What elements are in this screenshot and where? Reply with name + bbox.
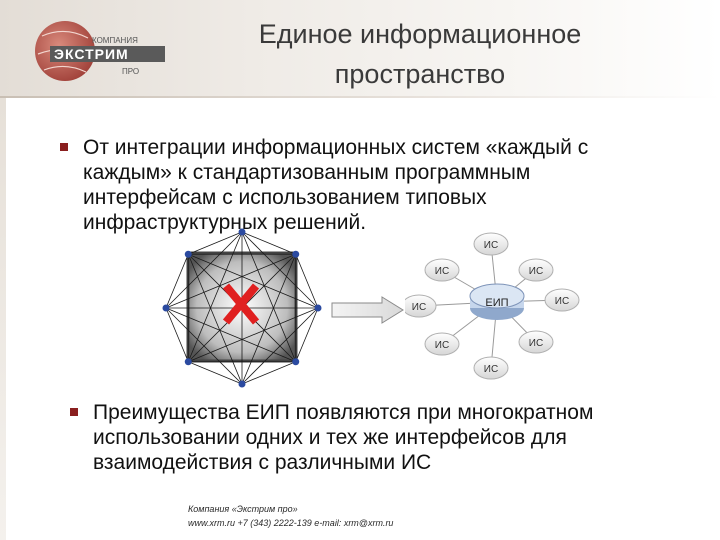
mesh-node [292, 358, 300, 366]
hub-disk-top [469, 283, 525, 309]
bullet-square-icon [60, 143, 68, 151]
logo-word-top: КОМПАНИЯ [92, 36, 138, 45]
logo-word-main: ЭКСТРИМ [54, 46, 129, 62]
footer-contact-line: www.xrm.ru +7 (343) 2222-139 e-mail: xrm… [188, 518, 394, 528]
mesh-link [188, 361, 243, 385]
bullet-2-line: взаимодействия с различными ИС [93, 451, 432, 474]
mesh-link [188, 231, 243, 255]
bullet-1-line: инфраструктурных решений. [83, 211, 367, 234]
footer-company: Компания «Экстрим про» [188, 504, 298, 514]
bullet-2-line: использовании одних и тех же интерфейсов… [93, 426, 567, 449]
mesh-link [241, 361, 296, 385]
is-node [424, 258, 460, 282]
is-node [518, 258, 554, 282]
mesh-node [162, 304, 170, 312]
is-node-label: ИС [529, 266, 543, 277]
is-node [544, 288, 580, 312]
is-node [424, 332, 460, 356]
is-node-label: ИС [435, 340, 449, 351]
is-node-label: ИС [484, 364, 498, 375]
mesh-link [187, 231, 243, 362]
company-logo: КОМПАНИЯ ЭКСТРИМ ПРО [35, 21, 165, 81]
is-node [405, 294, 437, 318]
hub-label: ЕИП [485, 297, 508, 309]
is-node [473, 356, 509, 380]
mesh-link [241, 231, 296, 255]
mesh-link [241, 254, 297, 385]
mesh-link [188, 253, 319, 309]
title-line-2: пространство [334, 59, 506, 89]
title-line-1: Единое информационное [258, 19, 582, 49]
mesh-link [165, 307, 296, 363]
mesh-link [188, 307, 319, 363]
mesh-link [165, 254, 189, 309]
mesh-link [187, 254, 243, 385]
header-divider [0, 96, 720, 98]
transition-arrow-icon [331, 296, 404, 324]
is-node-label: ИС [435, 266, 449, 277]
mesh-node [238, 380, 246, 388]
bullet-point-1: От интеграции информационных систем «каж… [60, 135, 700, 235]
mesh-node [314, 304, 322, 312]
logo-word-sub: ПРО [122, 67, 139, 76]
bullet-square-icon [70, 408, 78, 416]
mesh-node [292, 250, 300, 258]
mesh-link [165, 307, 189, 362]
mesh-node [184, 250, 192, 258]
is-node-label: ИС [555, 296, 569, 307]
point-to-point-mesh-diagram [162, 228, 322, 388]
mesh-node [184, 358, 192, 366]
mesh-node [238, 228, 246, 236]
mesh-link [295, 254, 319, 309]
bullet-1-line: каждым» к стандартизованным программным [83, 161, 531, 184]
is-node [518, 330, 554, 354]
is-node [473, 232, 509, 256]
hub-integration-diagram: ИС ИС ИС ИС ИС ИС ИС ИС ЕИП [405, 232, 580, 380]
mesh-link [165, 253, 296, 309]
bullet-2-line: Преимущества ЕИП появляются при многокра… [93, 401, 594, 424]
mesh-link [241, 231, 297, 362]
mesh-link [295, 307, 319, 362]
is-node-label: ИС [529, 338, 543, 349]
slide-title: Единое информационное пространство [220, 14, 620, 94]
left-decor-band [0, 98, 6, 540]
is-node-label: ИС [484, 240, 498, 251]
bullet-1-line: От интеграции информационных систем «каж… [83, 136, 589, 159]
is-node-label: ИС [412, 302, 426, 313]
footer-contacts: Компания «Экстрим про» www.xrm.ru +7 (34… [188, 502, 508, 530]
mesh-link [165, 307, 243, 385]
bullet-1-line: интерфейсам с использованием типовых [83, 186, 487, 209]
bullet-point-2: Преимущества ЕИП появляются при многокра… [70, 400, 700, 475]
